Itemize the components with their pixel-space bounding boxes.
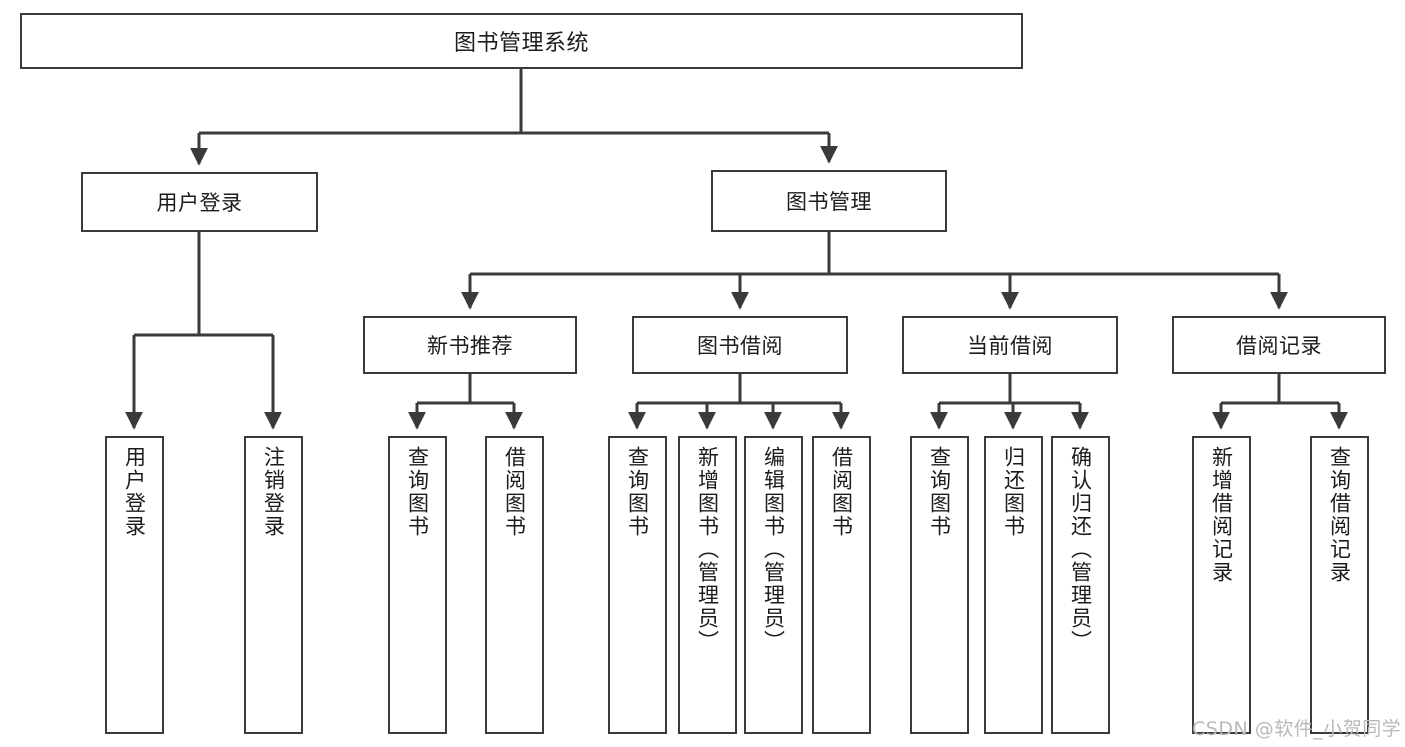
leaf-query-borrow-record[interactable]: 查询借阅记录	[1310, 436, 1369, 734]
leaf-borrow-books-recommend[interactable]: 借阅图书	[485, 436, 544, 734]
leaf-query-books-current[interactable]: 查询图书	[910, 436, 969, 734]
leaf-query-books-recommend[interactable]: 查询图书	[388, 436, 447, 734]
leaf-borrow-book-label: 借阅图书	[829, 446, 854, 538]
leaf-query-books-recommend-label: 查询图书	[405, 446, 430, 538]
node-new-book-recommend-label: 新书推荐	[427, 334, 513, 358]
leaf-query-borrow-record-label: 查询借阅记录	[1327, 446, 1352, 584]
watermark: CSDN @软件_小贺同学	[1192, 718, 1402, 740]
leaf-return-book[interactable]: 归还图书	[984, 436, 1043, 734]
leaf-edit-book-admin-label: 编辑图书（管理员）	[761, 446, 786, 653]
leaf-logout[interactable]: 注销登录	[244, 436, 303, 734]
node-user-login-label: 用户登录	[156, 191, 243, 215]
node-borrow-records-label: 借阅记录	[1236, 334, 1322, 358]
node-current-borrow-label: 当前借阅	[967, 334, 1053, 358]
node-root[interactable]: 图书管理系统	[20, 13, 1023, 69]
leaf-confirm-return-admin[interactable]: 确认归还（管理员）	[1051, 436, 1110, 734]
leaf-query-books-borrow-label: 查询图书	[625, 446, 650, 538]
node-book-borrow-label: 图书借阅	[697, 334, 783, 358]
node-book-management[interactable]: 图书管理	[711, 170, 947, 232]
node-root-label: 图书管理系统	[453, 31, 589, 56]
leaf-user-login[interactable]: 用户登录	[105, 436, 164, 734]
node-book-borrow[interactable]: 图书借阅	[632, 316, 848, 374]
leaf-add-borrow-record[interactable]: 新增借阅记录	[1192, 436, 1251, 734]
node-book-management-label: 图书管理	[786, 190, 872, 214]
leaf-user-login-label: 用户登录	[122, 446, 147, 538]
leaf-add-borrow-record-label: 新增借阅记录	[1209, 446, 1234, 584]
leaf-confirm-return-admin-label: 确认归还（管理员）	[1068, 446, 1093, 653]
leaf-query-books-borrow[interactable]: 查询图书	[608, 436, 667, 734]
leaf-add-book-admin[interactable]: 新增图书（管理员）	[678, 436, 737, 734]
leaf-add-book-admin-label: 新增图书（管理员）	[695, 446, 720, 653]
leaf-return-book-label: 归还图书	[1001, 446, 1026, 538]
node-user-login[interactable]: 用户登录	[81, 172, 318, 232]
node-new-book-recommend[interactable]: 新书推荐	[363, 316, 577, 374]
leaf-borrow-book[interactable]: 借阅图书	[812, 436, 871, 734]
node-borrow-records[interactable]: 借阅记录	[1172, 316, 1386, 374]
node-current-borrow[interactable]: 当前借阅	[902, 316, 1118, 374]
leaf-query-books-current-label: 查询图书	[927, 446, 952, 538]
leaf-logout-label: 注销登录	[261, 446, 286, 538]
leaf-borrow-books-recommend-label: 借阅图书	[502, 446, 527, 538]
leaf-edit-book-admin[interactable]: 编辑图书（管理员）	[744, 436, 803, 734]
